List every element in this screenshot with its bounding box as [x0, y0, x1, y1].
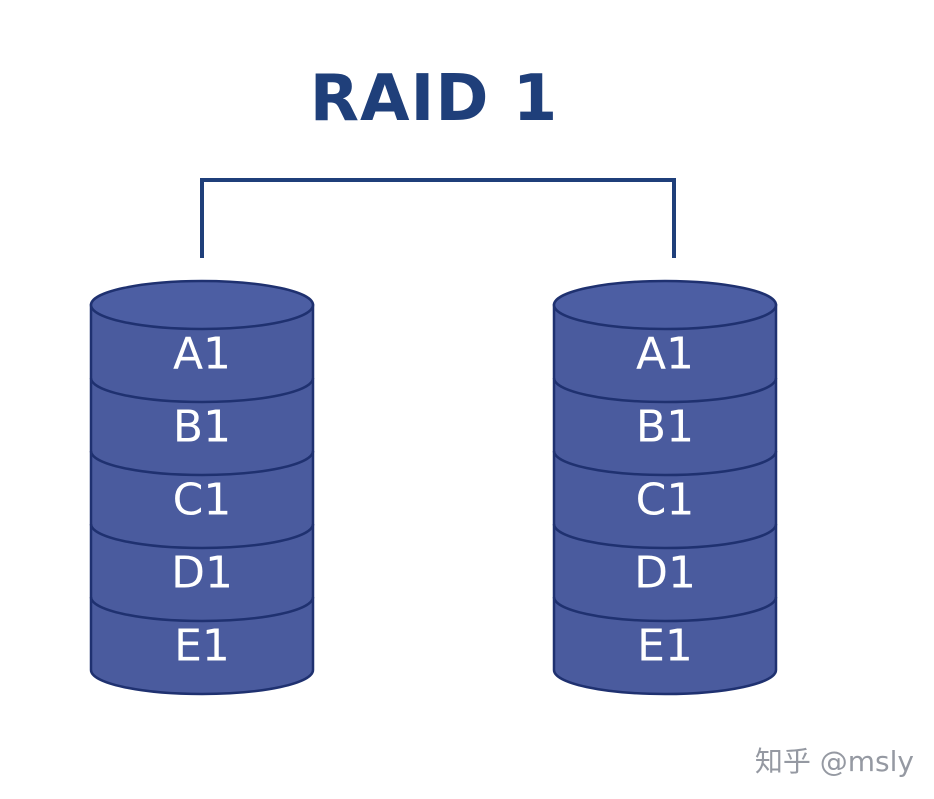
watermark: 知乎 @msly	[754, 745, 914, 778]
segment-separator	[552, 523, 778, 550]
segment-label-c1: C1	[173, 475, 232, 526]
segment-separator	[552, 450, 778, 477]
segment-label-b1: B1	[636, 402, 694, 453]
segment-separator	[89, 377, 315, 404]
segment-label-d1: D1	[171, 548, 233, 599]
mirror-connector	[200, 178, 676, 258]
segment-label-e1: E1	[637, 621, 693, 672]
segment-separator	[552, 377, 778, 404]
disk-body	[89, 303, 315, 696]
disk-body	[552, 303, 778, 696]
segment-label-e1: E1	[174, 621, 230, 672]
segment-label-a1: A1	[636, 329, 694, 380]
segment-label-d1: D1	[634, 548, 696, 599]
diagram-title: RAID 1	[309, 62, 559, 136]
segment-label-b1: B1	[173, 402, 231, 453]
segment-separator	[89, 596, 315, 623]
segment-label-a1: A1	[173, 329, 231, 380]
segment-label-c1: C1	[636, 475, 695, 526]
segment-separator	[552, 596, 778, 623]
segment-separator	[89, 450, 315, 477]
disk-top	[89, 279, 315, 331]
disk-top	[552, 279, 778, 331]
segment-separator	[89, 523, 315, 550]
